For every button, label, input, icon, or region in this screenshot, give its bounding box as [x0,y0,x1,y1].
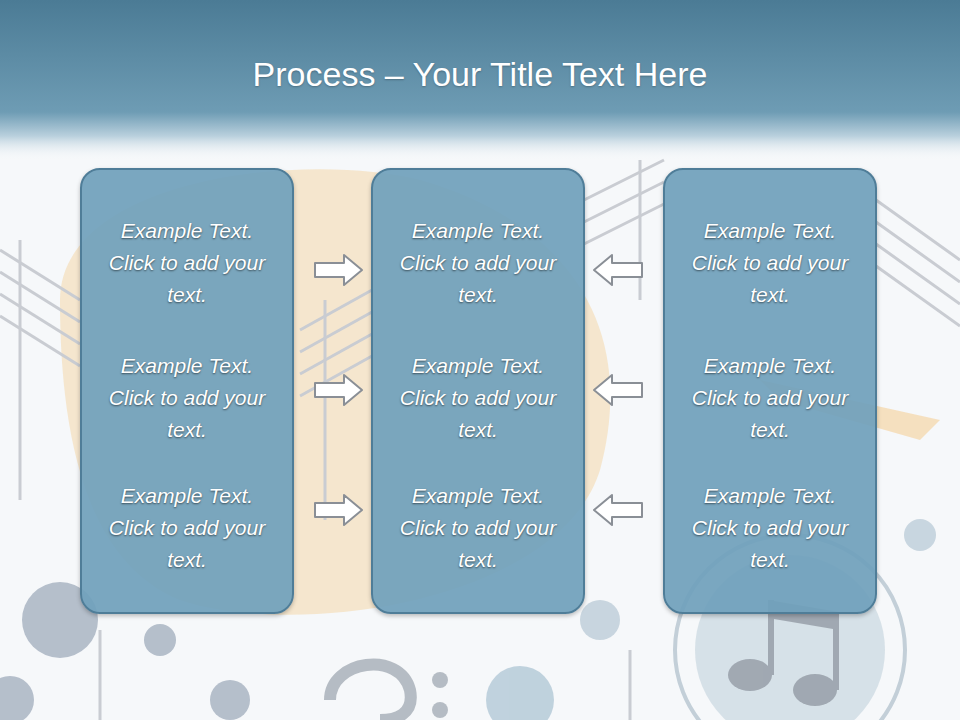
block-arrow [594,255,642,285]
box-text-wrap: Example Text. Click to add your text. [82,480,292,576]
slide-title: Process – Your Title Text Here [0,52,960,96]
block-arrow [315,495,362,525]
block-arrow [315,375,362,405]
process-box: Example Text. Click to add your text. Exa… [663,168,877,614]
box-text-wrap: Example Text. Click to add your text. [82,215,292,311]
box-text: Example Text. Click to add your text. [398,215,558,311]
box-text: Example Text. Click to add your text. [690,350,850,446]
box-text-wrap: Example Text. Click to add your text. [82,350,292,446]
box-text: Example Text. Click to add your text. [107,350,267,446]
box-text-wrap: Example Text. Click to add your text. [665,215,875,311]
box-text: Example Text. Click to add your text. [690,480,850,576]
box-text-wrap: Example Text. Click to add your text. [665,480,875,576]
block-arrow [594,375,642,405]
box-text: Example Text. Click to add your text. [107,215,267,311]
block-arrow [594,495,642,525]
box-text-wrap: Example Text. Click to add your text. [373,480,583,576]
box-text-wrap: Example Text. Click to add your text. [665,350,875,446]
box-text: Example Text. Click to add your text. [398,350,558,446]
process-box: Example Text. Click to add your text. Exa… [371,168,585,614]
process-box: Example Text. Click to add your text. Exa… [80,168,294,614]
box-text-wrap: Example Text. Click to add your text. [373,350,583,446]
box-text-wrap: Example Text. Click to add your text. [373,215,583,311]
block-arrow [315,255,362,285]
box-text: Example Text. Click to add your text. [690,215,850,311]
box-text: Example Text. Click to add your text. [107,480,267,576]
box-text: Example Text. Click to add your text. [398,480,558,576]
